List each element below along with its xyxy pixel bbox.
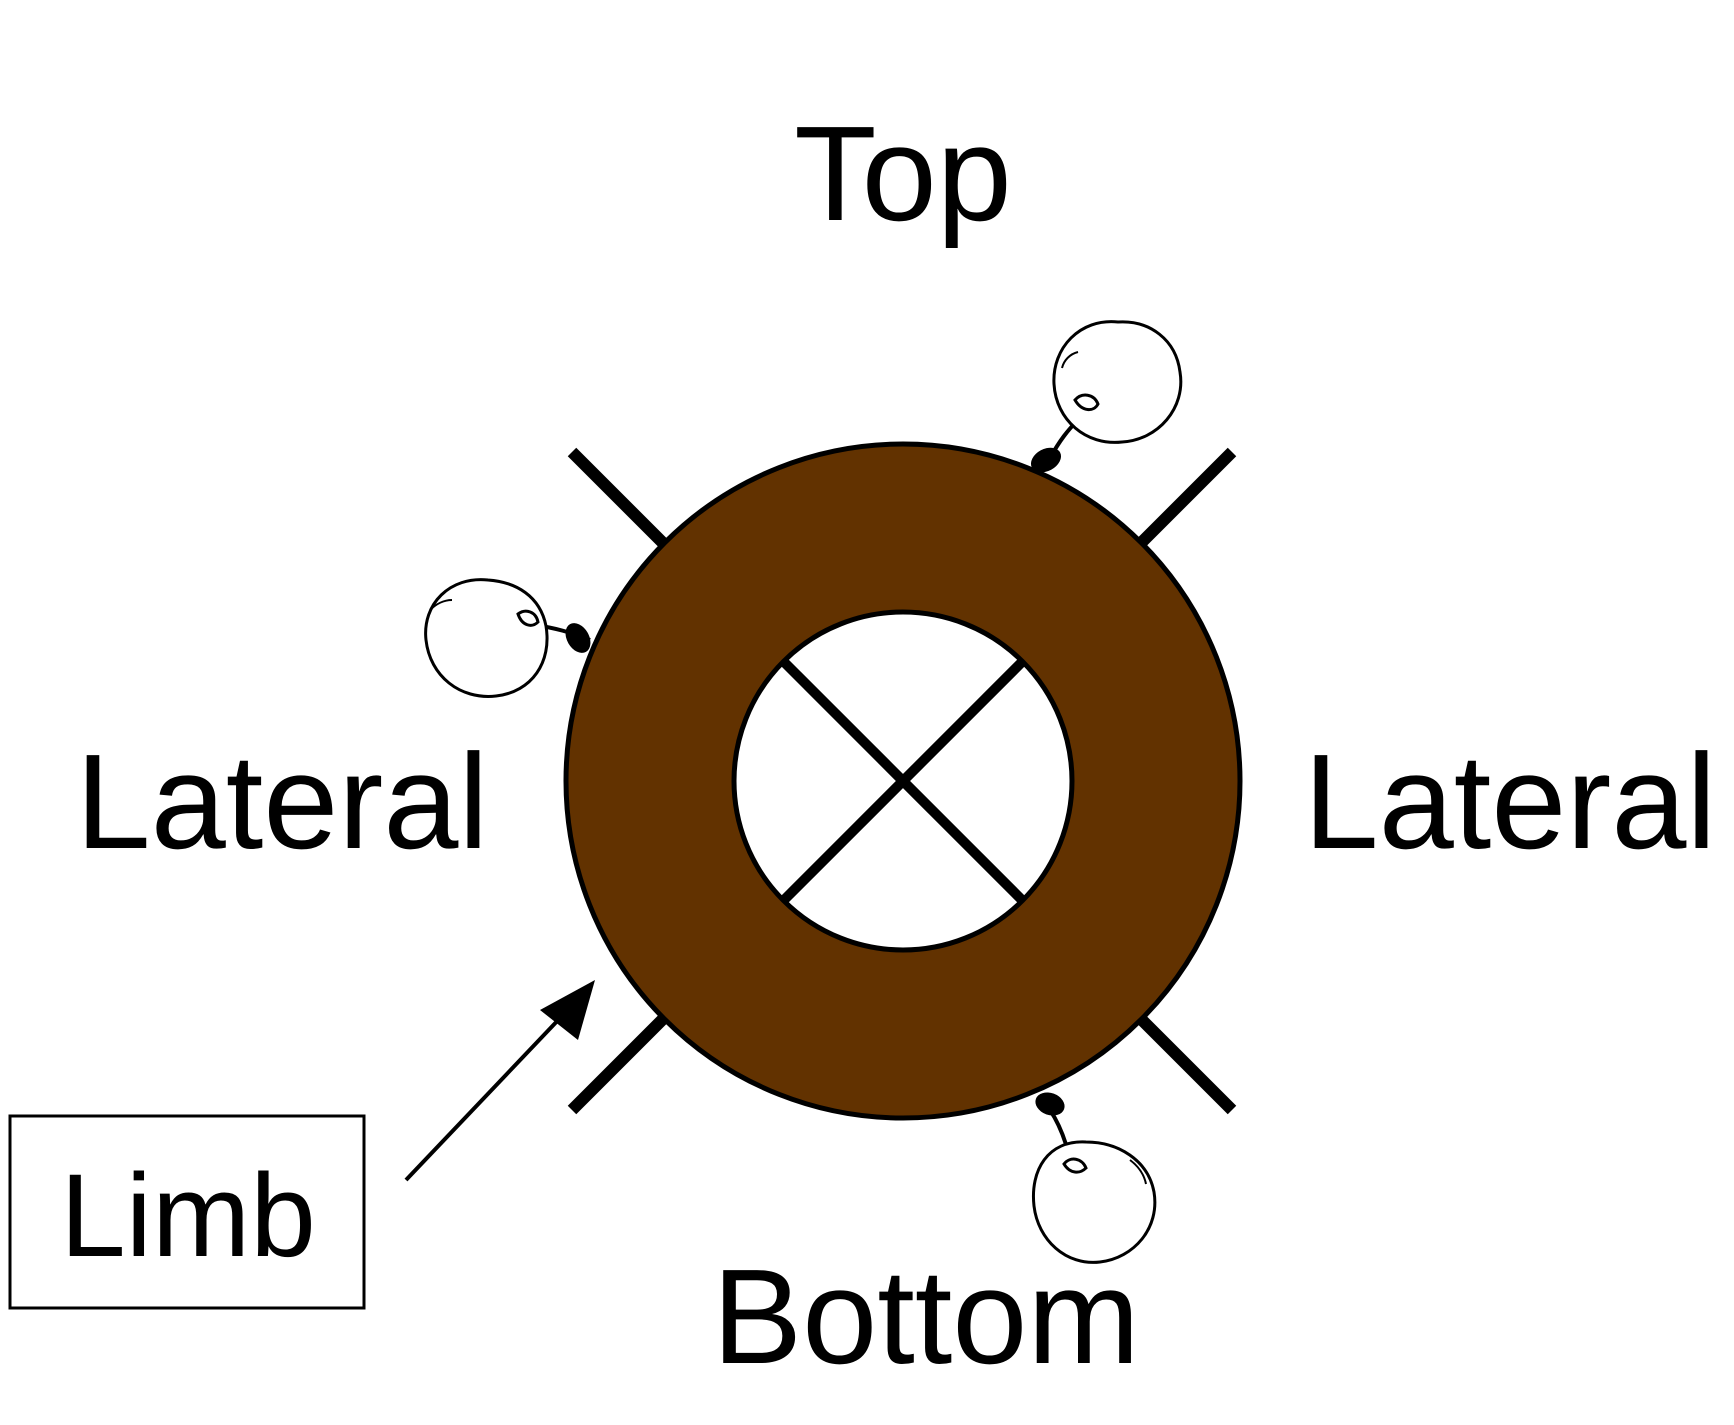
apple-icon bbox=[1031, 1140, 1157, 1264]
label-lateral-left: Lateral bbox=[76, 726, 489, 877]
limb-pointer-arrow bbox=[404, 980, 595, 1182]
knob-top-right bbox=[1030, 447, 1062, 473]
label-lateral-right: Lateral bbox=[1304, 726, 1717, 877]
arrow-shaft bbox=[404, 1014, 564, 1182]
center-cross-line-b bbox=[779, 657, 1027, 905]
label-top: Top bbox=[794, 98, 1012, 249]
center-cross bbox=[779, 657, 1027, 905]
apple-icon bbox=[424, 578, 549, 698]
divider-line-top-right bbox=[1134, 447, 1237, 550]
apple-icon bbox=[1052, 320, 1183, 444]
arrow-head bbox=[540, 980, 595, 1040]
limb-label-box bbox=[8, 1114, 366, 1310]
quadrant-divider-lines bbox=[567, 447, 1237, 1115]
divider-line-bottom-left bbox=[567, 1012, 670, 1115]
knob-left bbox=[565, 623, 591, 653]
knob-bottom bbox=[1035, 1092, 1065, 1116]
divider-line-top-left bbox=[567, 447, 670, 550]
label-bottom: Bottom bbox=[712, 1241, 1140, 1392]
fruit-knobs bbox=[565, 447, 1065, 1116]
divider-line-bottom-right bbox=[1134, 1012, 1237, 1115]
label-limb: Limb bbox=[60, 1150, 316, 1282]
